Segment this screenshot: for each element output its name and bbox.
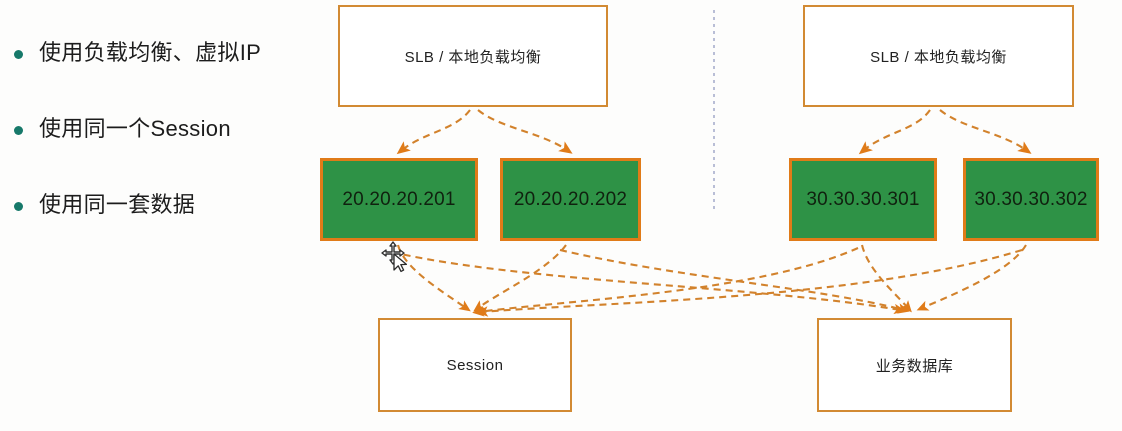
server-node-20-20-20-201[interactable]: 20.20.20.201 [320,158,478,241]
server-node-label: 20.20.20.202 [513,188,628,210]
session-store-box[interactable]: Session [378,318,572,412]
vertical-dotted-divider [713,10,715,210]
bullet-item-label: 使用负载均衡、虚拟IP [39,40,262,65]
list-item: 使用同一套数据 [0,190,310,266]
session-store-label: Session [446,356,504,374]
server-node-label: 30.30.30.302 [974,188,1088,210]
database-box[interactable]: 业务数据库 [817,318,1012,412]
bullet-point-icon [14,202,23,211]
slb-left-box[interactable]: SLB / 本地负载均衡 [338,5,608,107]
slb-right-box[interactable]: SLB / 本地负载均衡 [803,5,1074,107]
server-node-30-30-30-301[interactable]: 30.30.30.301 [789,158,937,241]
bullet-point-icon [14,50,23,59]
server-node-30-30-30-302[interactable]: 30.30.30.302 [963,158,1099,241]
bullet-point-icon [14,126,23,135]
list-item: 使用负载均衡、虚拟IP [0,38,310,114]
bullet-item-label: 使用同一个Session [39,116,231,141]
slb-left-label: SLB / 本地负载均衡 [404,48,542,66]
slb-right-label: SLB / 本地负载均衡 [870,48,1007,66]
bullet-list: 使用负载均衡、虚拟IP 使用同一个Session 使用同一套数据 [0,38,310,266]
server-node-20-20-20-202[interactable]: 20.20.20.202 [500,158,641,241]
server-node-label: 20.20.20.201 [342,188,456,210]
list-item: 使用同一个Session [0,114,310,190]
database-label: 业务数据库 [875,357,954,375]
bullet-item-label: 使用同一套数据 [39,192,196,217]
server-node-label: 30.30.30.301 [806,188,920,210]
move-cursor [381,241,408,273]
